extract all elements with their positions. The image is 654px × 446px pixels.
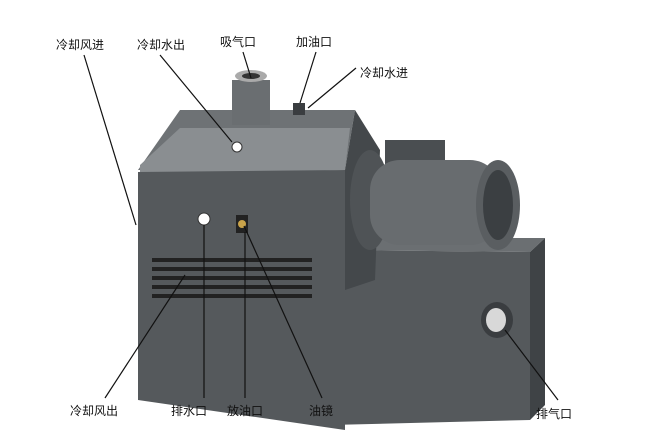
label-cooling-air-in: 冷却风进	[56, 38, 105, 52]
label-oil-sight-glass: 油镜	[309, 404, 334, 418]
oil-fill-cap	[293, 103, 305, 115]
housing-front	[138, 170, 345, 430]
vent-slots	[152, 258, 312, 298]
drain-port	[197, 212, 211, 226]
suction-port	[232, 80, 270, 125]
label-cooling-water-out: 冷却水出	[137, 38, 186, 52]
label-cooling-air-out: 冷却风出	[70, 404, 119, 418]
label-exhaust-port: 排气口	[536, 407, 573, 421]
housing-band	[140, 128, 350, 175]
leader-lines	[83, 51, 559, 401]
label-oil-drain-port: 放油口	[227, 404, 264, 418]
label-oil-fill-port: 加油口	[296, 35, 333, 49]
label-drain-port: 排水口	[171, 404, 208, 418]
label-suction-port: 吸气口	[220, 35, 257, 49]
base-front	[330, 250, 530, 425]
motor-body	[370, 160, 500, 245]
base-side	[530, 238, 545, 420]
water-out-port	[231, 141, 243, 153]
label-cooling-water-in: 冷却水进	[360, 66, 409, 80]
